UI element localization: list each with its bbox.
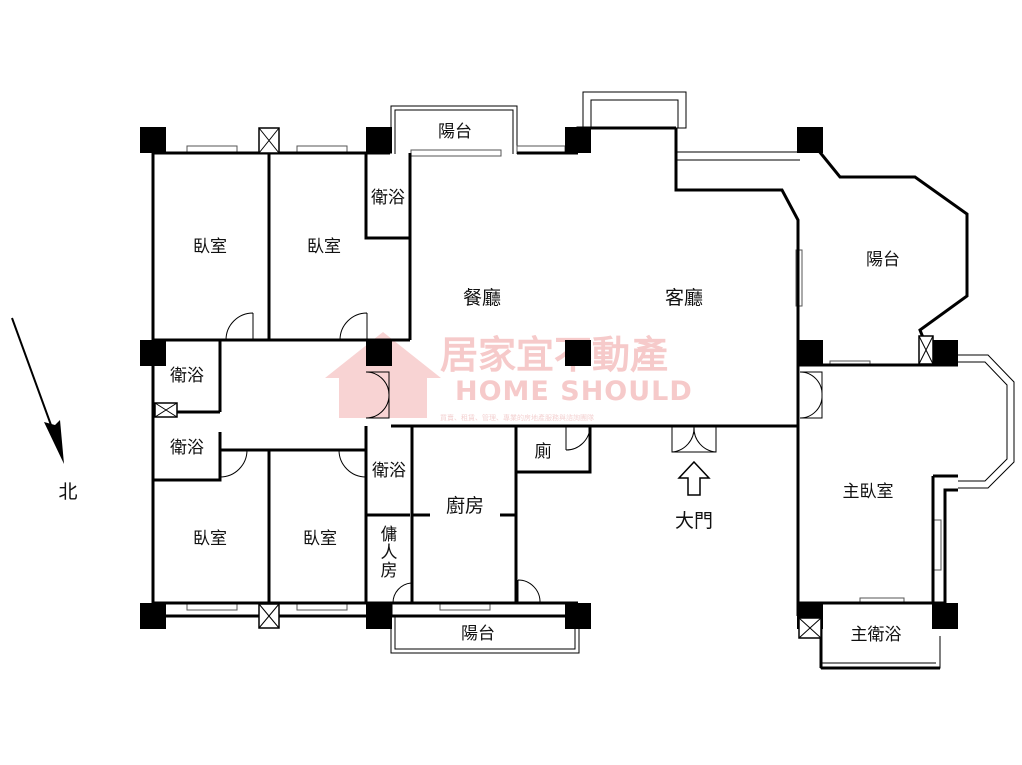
room-dining: 餐廳	[463, 287, 501, 309]
room-living: 客廳	[665, 287, 703, 309]
room-bath-mid: 衛浴	[372, 461, 406, 481]
north-arrow-icon	[11, 317, 64, 464]
door-icon	[219, 449, 248, 478]
door-icon	[517, 579, 541, 604]
duct-box-icon	[918, 335, 934, 365]
room-kitchen: 廚房	[446, 494, 484, 517]
room-toilet: 廁	[535, 441, 552, 462]
watermark-name-cn: 居家宜不動產	[440, 333, 668, 377]
room-balcony-right: 陽台	[866, 250, 900, 270]
room-balcony-top: 陽台	[438, 122, 472, 142]
room-master-bedroom: 主臥室	[843, 482, 894, 502]
structural-columns	[140, 127, 958, 629]
door-icon	[365, 371, 390, 419]
door-icon	[671, 426, 717, 453]
door-icon	[799, 371, 823, 419]
room-maid: 傭人房	[381, 525, 398, 581]
room-balcony-bottom: 陽台	[461, 624, 495, 644]
room-bedroom-4: 臥室	[303, 529, 337, 549]
room-bedroom-1: 臥室	[193, 237, 227, 257]
room-bedroom-2: 臥室	[307, 237, 341, 257]
door-icon	[225, 312, 254, 341]
room-labels: 陽台 臥室 臥室 衛浴 餐廳 客廳 陽台 衛浴 衛浴 廁 衛浴 廚房 傭人房 臥…	[58, 122, 901, 645]
door-icon	[339, 312, 368, 341]
north-label: 北	[58, 481, 77, 503]
duct-box-icon	[258, 127, 280, 154]
watermark-name-en: HOME SHOULD	[455, 376, 693, 407]
doors	[219, 312, 823, 604]
room-bath-left-1: 衛浴	[170, 366, 204, 386]
duct-box-icon	[798, 617, 822, 639]
door-icon	[338, 449, 367, 478]
room-bath-top: 衛浴	[371, 188, 405, 208]
watermark: 居家宜不動產 HOME SHOULD 買賣、租賃、管理、專業的房地產服務與諮詢團…	[325, 332, 693, 422]
watermark-house-icon	[325, 332, 441, 418]
door-icon	[565, 426, 591, 451]
door-icon	[392, 582, 412, 604]
watermark-tagline: 買賣、租賃、管理、專業的房地產服務與諮詢團隊	[440, 413, 594, 422]
balcony-railings	[390, 91, 1015, 669]
entrance-label: 大門	[675, 510, 713, 532]
entrance-arrow-icon	[677, 460, 711, 496]
duct-box-icon	[154, 402, 178, 418]
room-bedroom-3: 臥室	[193, 529, 227, 549]
room-master-bath: 主衛浴	[851, 625, 902, 645]
room-bath-left-2: 衛浴	[170, 438, 204, 458]
duct-box-icon	[258, 603, 280, 629]
ducts	[154, 127, 934, 639]
